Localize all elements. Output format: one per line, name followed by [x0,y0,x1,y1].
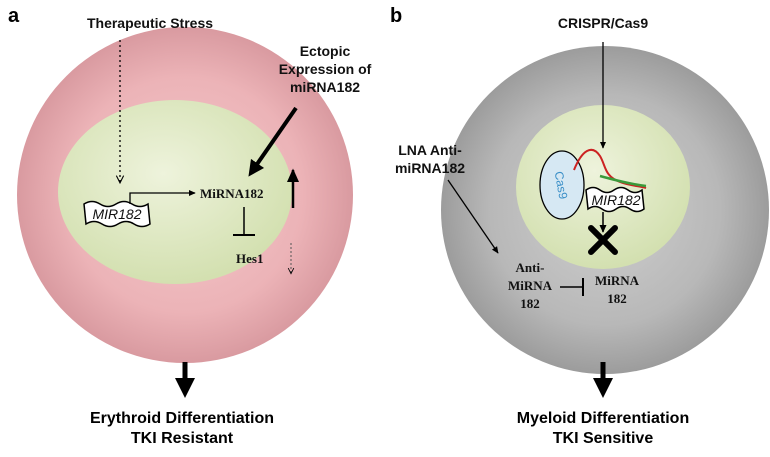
cas9-label: Cas9 [552,170,571,200]
nucleus-b [516,105,690,269]
inhibition-b [560,278,584,296]
mirna-label-b: MiRNA 182 [595,273,640,306]
gene-box-a [83,200,151,228]
transcription-arrow-a [129,189,196,204]
hes1-label: Hes1 [236,251,263,266]
ectopic-arrow [248,106,298,177]
svg-text:182: 182 [607,291,627,306]
crispr-label: CRISPR/Cas9 [558,15,648,31]
gene-label-b: MIR182 [591,192,640,208]
svg-text:182: 182 [520,296,540,311]
svg-text:LNA Anti-: LNA Anti- [398,142,462,158]
svg-text:Ectopic: Ectopic [300,43,351,59]
svg-text:MiRNA: MiRNA [595,273,640,288]
lna-arrow [447,179,499,254]
block-x-icon [588,225,618,255]
stress-label: Therapeutic Stress [87,15,213,31]
svg-text:miRNA182: miRNA182 [290,79,360,95]
panel-a: a Therapeutic Stress Ectopic Expression … [8,5,372,447]
svg-text:Anti-: Anti- [516,260,545,275]
panel-b: b CRISPR/Cas9 LNA Anti- miRNA182 Cas9 MI… [390,5,769,447]
ectopic-label: Ectopic Expression of miRNA182 [279,43,372,95]
gene-label-a: MIR182 [92,206,141,222]
outcome-a-line1: Erythroid Differentiation [90,410,274,427]
target-dna [599,174,647,188]
mirna-label-a: MiRNA182 [200,186,264,201]
outcome-b-line2: TKI Sensitive [553,430,654,447]
panel-b-letter: b [390,5,402,27]
lna-label: LNA Anti- miRNA182 [395,142,465,176]
svg-text:MiRNA: MiRNA [508,278,553,293]
nucleus-a [58,100,292,284]
outcome-a-line2: TKI Resistant [131,430,234,447]
anti-mirna-label: Anti- MiRNA 182 [508,260,553,311]
gene-box-b [585,186,645,213]
outcome-b-line1: Myeloid Differentiation [517,410,689,427]
panel-a-letter: a [8,5,20,27]
guide-rna [573,148,647,189]
svg-text:miRNA182: miRNA182 [395,160,465,176]
cas9-protein [539,150,585,220]
svg-text:Expression of: Expression of [279,61,372,77]
inhibition-a [233,207,255,236]
